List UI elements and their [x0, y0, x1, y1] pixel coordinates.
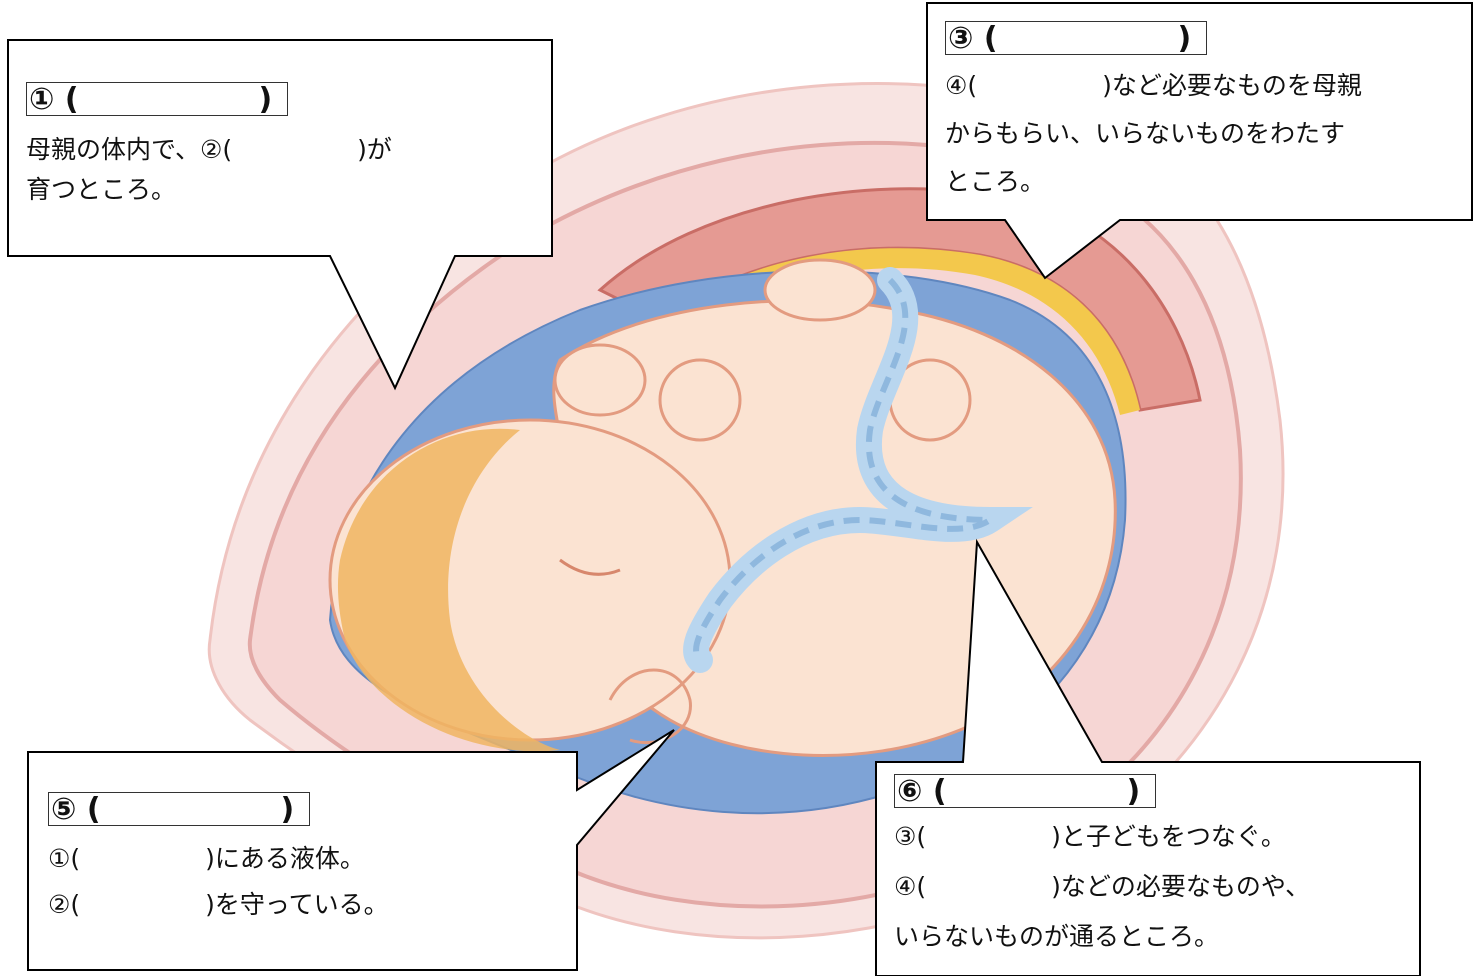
callout-5-line-1: ①( )にある液体。 — [48, 844, 365, 874]
callout-3-line-3: ところ。 — [945, 167, 1045, 197]
callout-3: ③ ( ) ④( )など必要なものを母親 からもらい、いらないものをわたす とこ… — [927, 3, 1472, 220]
callout-6-line-1: ③( )と子どもをつなぐ。 — [894, 822, 1286, 852]
callout-3-line-2: からもらい、いらないものをわたす — [945, 119, 1345, 149]
callout-1: ① ( ) 母親の体内で、②( )が 育つところ。 — [8, 40, 552, 256]
callout-3-heading: ③ ( ) — [945, 21, 1207, 55]
callout-5-line-2: ②( )を守っている。 — [48, 890, 389, 920]
callout-6-heading: ⑥ ( ) — [894, 774, 1156, 808]
callout-1-line-2: 育つところ。 — [26, 175, 176, 205]
fetus-hand-2 — [660, 360, 740, 440]
fetus-foot — [765, 260, 875, 320]
callout-6: ⑥ ( ) ③( )と子どもをつなぐ。 ④( )などの必要なものや、 いらないも… — [876, 762, 1420, 976]
callout-1-heading: ① ( ) — [26, 82, 288, 116]
callout-5: ⑤ ( ) ①( )にある液体。 ②( )を守っている。 — [28, 752, 577, 970]
callout-6-line-2: ④( )などの必要なものや、 — [894, 872, 1310, 902]
callout-6-line-3: いらないものが通るところ。 — [894, 922, 1219, 952]
callout-5-heading: ⑤ ( ) — [48, 792, 310, 826]
fetus-hand — [555, 345, 645, 415]
callout-1-line-1: 母親の体内で、②( )が — [26, 135, 392, 165]
callout-3-line-1: ④( )など必要なものを母親 — [945, 71, 1362, 101]
